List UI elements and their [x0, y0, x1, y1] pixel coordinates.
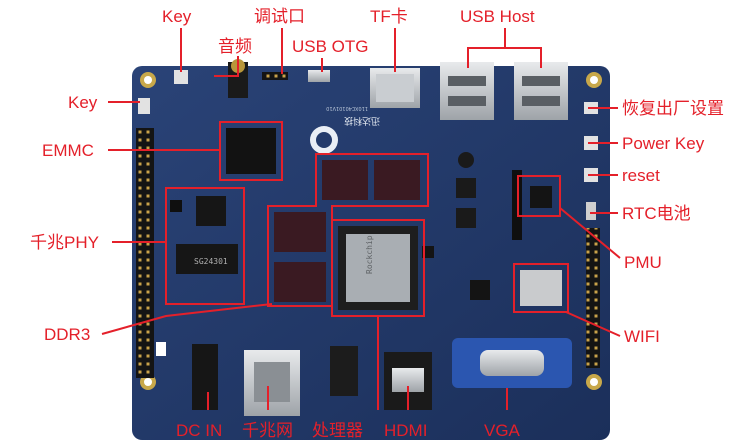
brand-logo-inner: [316, 132, 332, 148]
aux-chip: [470, 280, 490, 300]
usb-host-port-1: [440, 62, 494, 120]
usb-host-port-2: [514, 62, 568, 120]
label-vga: VGA: [484, 421, 521, 440]
label-processor: 处理器: [312, 421, 363, 440]
ddr3-chip-2: [374, 160, 420, 200]
leader-lines: [101, 28, 621, 410]
label-rtc-battery: RTC电池: [622, 204, 691, 223]
silkscreen-code: 110XC40101V10: [326, 105, 368, 111]
ethernet-port-inner: [254, 362, 290, 402]
ddr3-chip-3: [274, 212, 326, 252]
phy-small-part: [170, 200, 182, 212]
label-emmc: EMMC: [42, 141, 94, 160]
highlight-boxes: [165, 121, 569, 317]
pmu-highlight-box: [517, 175, 561, 217]
cpu-die: [346, 234, 410, 302]
usb-host-port-1-slot-b: [448, 96, 486, 106]
line-ddr3: [101, 303, 273, 335]
key-left-button: [138, 98, 150, 114]
line-audio: [214, 56, 239, 77]
label-factory-reset: 恢复出厂设置: [622, 99, 724, 118]
usb-host-port-1-slot: [448, 76, 486, 86]
cpu-chip-text: Rockchip: [365, 235, 374, 274]
pmu-chip: [530, 186, 552, 208]
bottom-connector: [330, 346, 358, 396]
label-hdmi: HDMI: [384, 421, 427, 440]
mount-hole-center: [590, 76, 598, 84]
phy-chip: [196, 196, 226, 226]
phy-chip-text: SG24301: [194, 257, 228, 266]
label-gigabit-phy: 千兆PHY: [30, 233, 99, 252]
line-usb-host-b: [505, 47, 542, 68]
capacitor: [458, 152, 474, 168]
mount-hole-center: [144, 378, 152, 386]
label-pmu: PMU: [624, 253, 662, 272]
inductor: [456, 178, 476, 198]
inductor: [456, 208, 476, 228]
left-pin-header: [136, 128, 154, 378]
label-debug-port: 调试口: [254, 7, 305, 26]
wifi-highlight-box: [513, 263, 569, 313]
audio-jack: [228, 62, 248, 98]
vga-port-shell: [480, 350, 544, 376]
label-key-left: Key: [68, 93, 98, 112]
debug-port-header: [262, 72, 288, 80]
label-usb-otg: USB OTG: [292, 37, 369, 56]
led: [156, 342, 166, 356]
brand-text: 迅达科技: [344, 115, 380, 127]
wifi-module: [520, 270, 562, 306]
key-top-button: [174, 70, 188, 84]
callout-labels: Key 音频 调试口 USB OTG TF卡 USB Host Key EMMC…: [30, 7, 724, 440]
pcb-board: 110XC40101V10 迅达科技 Rockchip SG24301: [132, 59, 610, 440]
line-pmu: [559, 207, 621, 259]
label-gigabit-net: 千兆网: [242, 421, 293, 440]
phy-transformer: [176, 244, 238, 274]
label-ddr3: DDR3: [44, 325, 90, 344]
label-wifi: WIFI: [624, 327, 660, 346]
label-tf-card: TF卡: [370, 7, 408, 26]
usb-host-port-2-slot: [522, 76, 560, 86]
rtc-battery-connector: [586, 202, 596, 220]
line-wifi: [565, 311, 621, 337]
ddr3-chip-4: [274, 262, 326, 302]
tf-card-slot-inner: [376, 74, 414, 102]
ddr3-chip-1: [322, 160, 368, 200]
label-audio: 音频: [218, 37, 252, 56]
label-reset: reset: [622, 166, 660, 185]
label-key-top: Key: [162, 7, 192, 26]
mount-hole-center: [144, 76, 152, 84]
label-usb-host: USB Host: [460, 7, 535, 26]
label-power-key: Power Key: [622, 134, 705, 153]
usb-otg-port: [308, 70, 330, 82]
usb-host-port-2-slot-b: [522, 96, 560, 106]
mount-hole-center: [590, 378, 598, 386]
ddr3-highlight-box: [267, 153, 429, 307]
line-usb-host-a: [467, 28, 506, 68]
emmc-chip: [226, 128, 276, 174]
dc-in-jack: [192, 344, 218, 410]
label-dc-in: DC IN: [176, 421, 222, 440]
right-pin-header: [586, 228, 600, 368]
phy-highlight-box: [165, 187, 245, 305]
